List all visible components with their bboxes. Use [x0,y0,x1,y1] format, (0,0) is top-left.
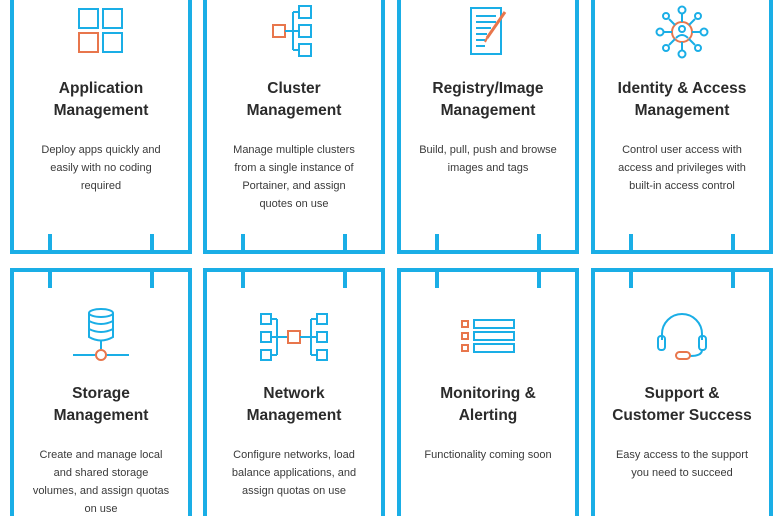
bracket-tick [731,272,735,288]
bracket-tick [435,234,439,250]
bracket-tick [629,272,633,288]
bracket-tick [48,234,52,250]
document-pen-icon [470,7,507,55]
cluster-tree-icon [272,5,312,57]
bracket-tick [343,234,347,250]
headset-icon [657,313,707,360]
card-monitoring-alerting[interactable]: Monitoring &Alerting Functionality comin… [397,268,579,516]
app-grid-icon [78,8,123,53]
database-icon [73,308,129,361]
card-description: Create and manage local and shared stora… [32,449,170,515]
bracket-tick [241,272,245,288]
bracket-tick [731,234,735,250]
bracket-tick [241,234,245,250]
bracket-tick [537,234,541,250]
bracket-tick [48,272,52,288]
bracket-tick [435,272,439,288]
card-support-customer-success[interactable]: Support &Customer Success Easy access to… [591,268,773,516]
bracket-tick [150,234,154,250]
card-title: Monitoring &Alerting [440,385,536,424]
bracket-tick [537,272,541,288]
card-description: Control user access with access and priv… [618,144,746,192]
card-description: Deploy apps quickly and easily with no c… [41,144,161,192]
bracket-tick [150,272,154,288]
user-network-icon [655,5,709,59]
network-nodes-icon [260,313,328,361]
card-description: Build, pull, push and browse images and … [419,144,557,174]
bracket-tick [343,272,347,288]
card-description: Easy access to the support you need to s… [615,449,749,479]
card-description: Manage multiple clusters from a single i… [233,144,355,210]
card-description: Functionality coming soon [424,449,552,461]
card-title: Support &Customer Success [612,385,752,424]
list-icon [461,319,515,353]
card-description: Configure networks, load balance applica… [231,449,357,497]
bracket-tick [629,234,633,250]
